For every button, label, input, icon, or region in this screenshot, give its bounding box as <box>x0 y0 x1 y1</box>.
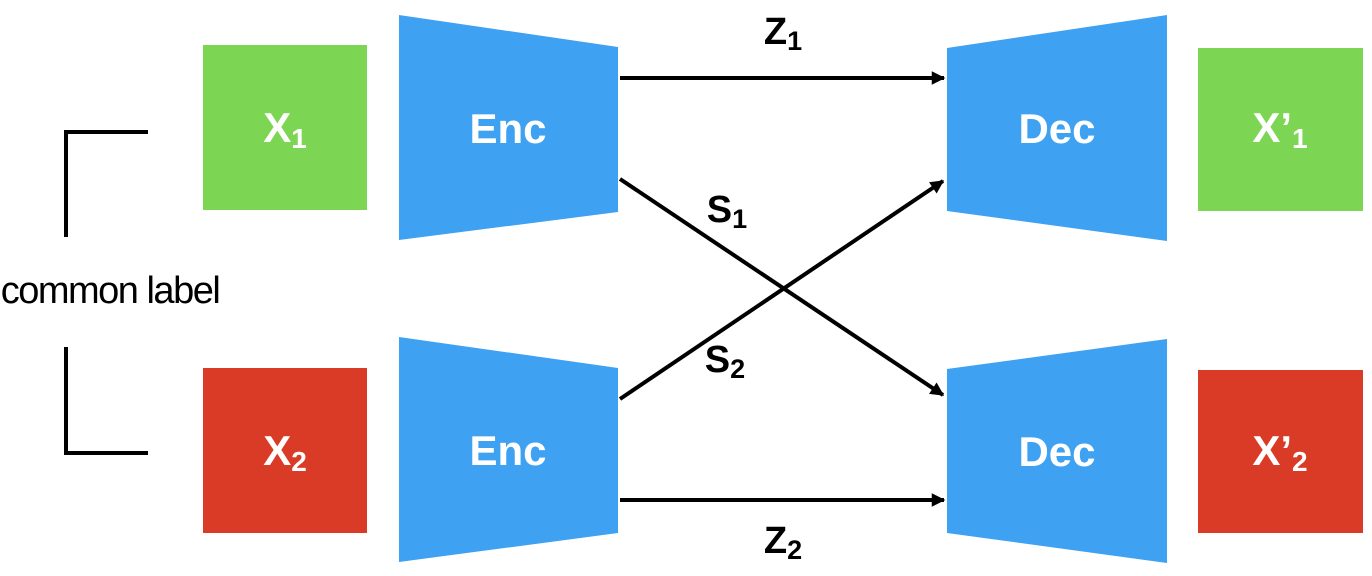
encoder-2-label: Enc <box>469 427 546 474</box>
common-label-text: common label <box>1 270 220 312</box>
output-box-x2-label: X’2 <box>1252 427 1307 477</box>
arrow-s2 <box>618 179 945 401</box>
decoder-1-label: Dec <box>1018 105 1095 152</box>
arrow-z1-label-sub: 1 <box>787 26 802 56</box>
decoder-2-block <box>947 339 1167 563</box>
input-box-x2-label: X2 <box>263 427 307 477</box>
arrow-z2-label: Z2 <box>764 520 802 565</box>
arrow-s1-label-base: S <box>707 189 732 231</box>
output-box-x2-label-base: X’ <box>1252 427 1292 474</box>
arrow-z1-label: Z1 <box>764 11 802 56</box>
arrow-s2-label-sub: 2 <box>730 354 745 384</box>
encoder-1-label: Enc <box>469 105 546 152</box>
output-box-x2 <box>1198 370 1363 533</box>
input-box-x2-label-sub: 2 <box>291 446 307 477</box>
output-box-x1-label-base: X’ <box>1252 104 1292 151</box>
output-box-x1-label-sub: 1 <box>1292 123 1308 154</box>
arrow-z2-label-sub: 2 <box>787 535 802 565</box>
arrow-s2-label: S2 <box>705 339 745 384</box>
common-label-bracket <box>64 130 148 455</box>
arrow-s1 <box>618 177 945 397</box>
output-box-x1 <box>1198 48 1363 211</box>
input-box-x1-label-base: X <box>263 104 291 151</box>
arrow-z1-label-base: Z <box>764 11 787 53</box>
decoder-2-label: Dec <box>1018 428 1095 475</box>
arrow-s1-label: S1 <box>707 189 747 234</box>
input-box-x1-label-sub: 1 <box>291 123 307 154</box>
output-box-x1-label: X’1 <box>1252 104 1307 154</box>
output-box-x2-label-sub: 2 <box>1292 446 1308 477</box>
encoder-2-block <box>399 337 618 562</box>
arrow-z2-label-base: Z <box>764 520 787 562</box>
input-box-x2 <box>203 368 367 533</box>
decoder-1-block <box>947 15 1167 241</box>
encoder-1-block <box>399 15 618 240</box>
input-box-x1 <box>203 45 367 210</box>
input-box-x2-label-base: X <box>263 427 291 474</box>
input-box-x1-label: X1 <box>263 104 307 154</box>
arrow-s1-label-sub: 1 <box>732 204 747 234</box>
arrow-s2-label-base: S <box>705 339 730 381</box>
